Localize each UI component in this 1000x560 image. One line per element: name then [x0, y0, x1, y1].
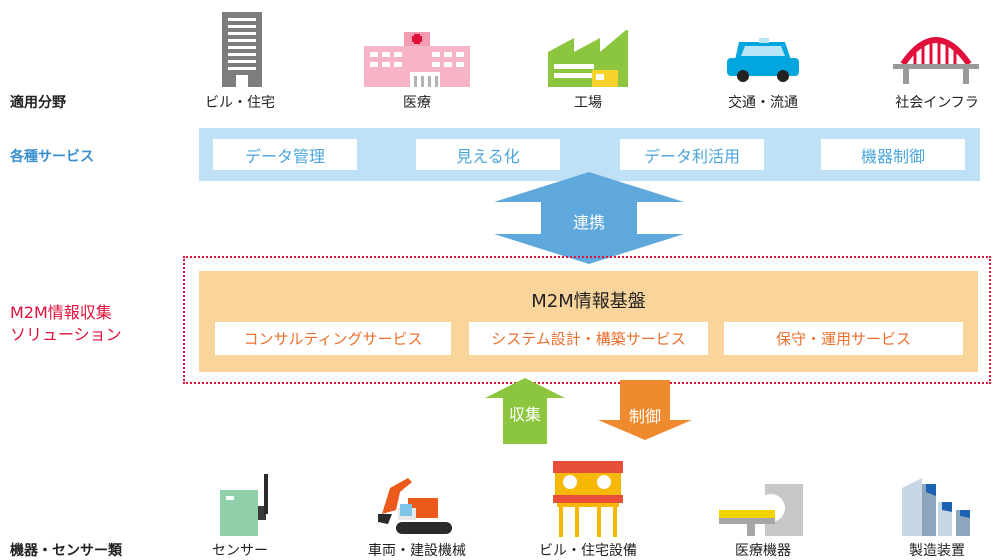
row-label-services: 各種サービス	[10, 149, 94, 165]
field-caption-building: ビル・住宅	[205, 95, 275, 111]
row-label-fields: 適用分野	[10, 95, 66, 111]
field-caption-transport: 交通・流通	[728, 95, 798, 111]
device-caption-vehicle: 車両・建設機械	[368, 543, 466, 559]
device-caption-manufacturing: 製造装置	[909, 543, 965, 559]
car-icon	[727, 38, 799, 82]
row-label-solution: M2M情報収集 ソリューション	[10, 302, 122, 346]
row-label-solution-line2: ソリューション	[10, 325, 122, 344]
field-caption-medical: 医療	[403, 95, 431, 111]
factory-icon	[548, 30, 628, 87]
row-label-devices: 機器・センサー類	[10, 543, 122, 559]
m2m-platform-band	[199, 271, 978, 372]
solution-system-design: システム設計・構築サービス	[469, 322, 708, 355]
service-data-management: データ管理	[213, 139, 357, 170]
row-label-solution-line1: M2M情報収集	[10, 303, 112, 322]
medical-scanner-icon	[719, 484, 803, 536]
link-double-arrow	[494, 172, 684, 264]
m2m-platform-title: M2M情報基盤	[531, 291, 646, 312]
control-label: 制御	[628, 407, 661, 426]
service-data-utilization: データ利活用	[620, 139, 764, 170]
bridge-icon	[893, 37, 979, 84]
control-arrow	[598, 380, 692, 440]
solution-maintenance: 保守・運用サービス	[724, 322, 963, 355]
sensor-icon	[220, 474, 268, 536]
building-equipment-icon	[553, 461, 623, 537]
manufacturing-equipment-icon	[902, 478, 970, 536]
service-visualization: 見える化	[416, 139, 560, 170]
building-icon	[222, 12, 262, 87]
field-caption-factory: 工場	[574, 95, 602, 111]
hospital-icon	[364, 32, 470, 87]
device-caption-building-equipment: ビル・住宅設備	[539, 543, 637, 559]
field-caption-infrastructure: 社会インフラ	[895, 95, 979, 111]
excavator-icon	[378, 478, 452, 534]
collect-label: 収集	[508, 405, 541, 424]
m2m-solution-frame	[183, 256, 991, 384]
device-caption-sensor: センサー	[212, 543, 268, 559]
collect-arrow	[485, 378, 565, 444]
device-caption-medical-equipment: 医療機器	[735, 543, 791, 559]
solution-consulting: コンサルティングサービス	[215, 322, 451, 355]
service-device-control: 機器制御	[821, 139, 965, 170]
link-label: 連携	[572, 213, 605, 232]
